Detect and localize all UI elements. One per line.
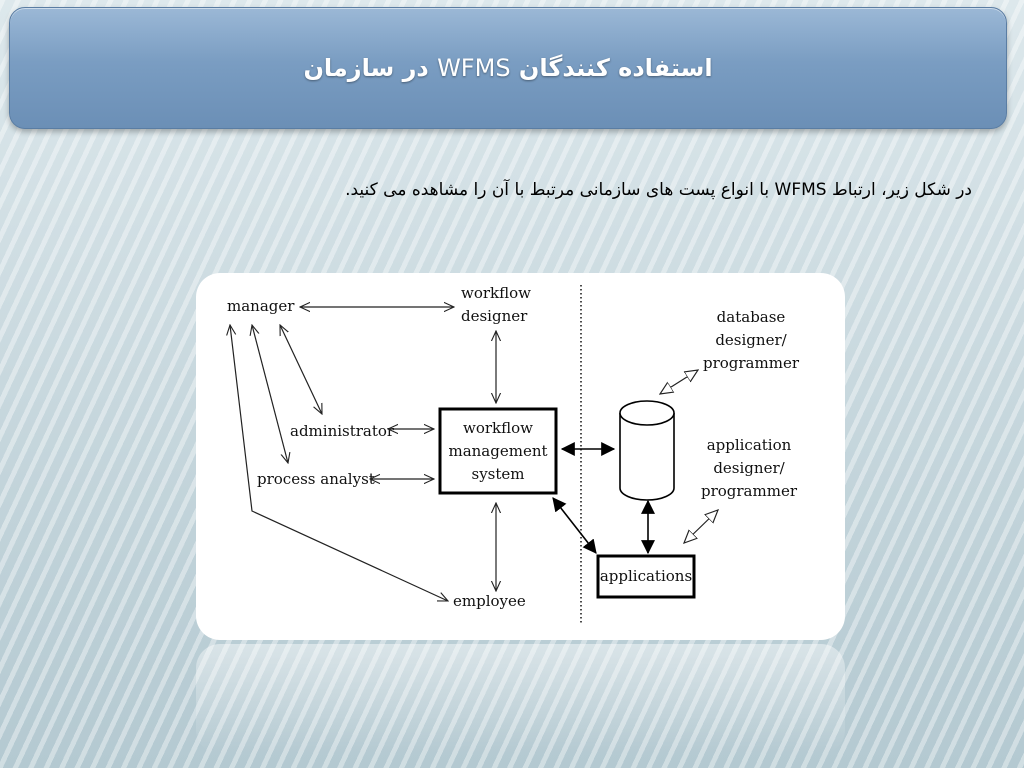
diagram-reflection	[196, 644, 845, 754]
label-database-designer-3: programmer	[703, 354, 800, 372]
intro-text: در شکل زیر، ارتباط WFMS با انواع پست های…	[345, 180, 972, 200]
label-wfms-2: management	[448, 442, 547, 460]
slide-title: استفاده کنندگان WFMS در سازمان	[303, 54, 712, 82]
label-applications: applications	[600, 567, 692, 585]
label-employee: employee	[453, 592, 526, 610]
arrow-wfms-applications	[552, 497, 597, 554]
label-application-designer-3: programmer	[701, 482, 798, 500]
label-application-designer-2: designer/	[713, 459, 785, 477]
title-bar: استفاده کنندگان WFMS در سازمان	[9, 7, 1007, 129]
label-workflow-designer-1: workflow	[461, 284, 531, 302]
arrow-manager-employee	[230, 325, 448, 601]
label-database-designer-2: designer/	[715, 331, 787, 349]
diagram-card: manager workflow designer administrator …	[196, 273, 845, 640]
arrow-manager-admin	[280, 325, 322, 414]
arrow-database-designer	[660, 370, 698, 394]
label-workflow-designer-2: designer	[461, 307, 528, 325]
label-manager: manager	[227, 297, 295, 315]
title-before: استفاده کنندگان	[518, 54, 713, 82]
label-wfms-3: system	[472, 465, 525, 483]
applications-box	[596, 554, 696, 599]
label-application-designer-1: application	[707, 436, 792, 454]
arrow-applications-designer	[684, 510, 718, 543]
title-after: در سازمان	[303, 54, 429, 82]
arrow-manager-analyst	[252, 325, 288, 463]
wfms-diagram: manager workflow designer administrator …	[196, 284, 800, 625]
label-process-analyst: process analyst	[257, 470, 375, 488]
title-term: WFMS	[437, 54, 511, 82]
label-administrator: administrator	[290, 422, 395, 440]
label-wfms-1: workflow	[463, 419, 533, 437]
database-cylinder	[619, 400, 675, 501]
label-database-designer-1: database	[717, 308, 786, 326]
